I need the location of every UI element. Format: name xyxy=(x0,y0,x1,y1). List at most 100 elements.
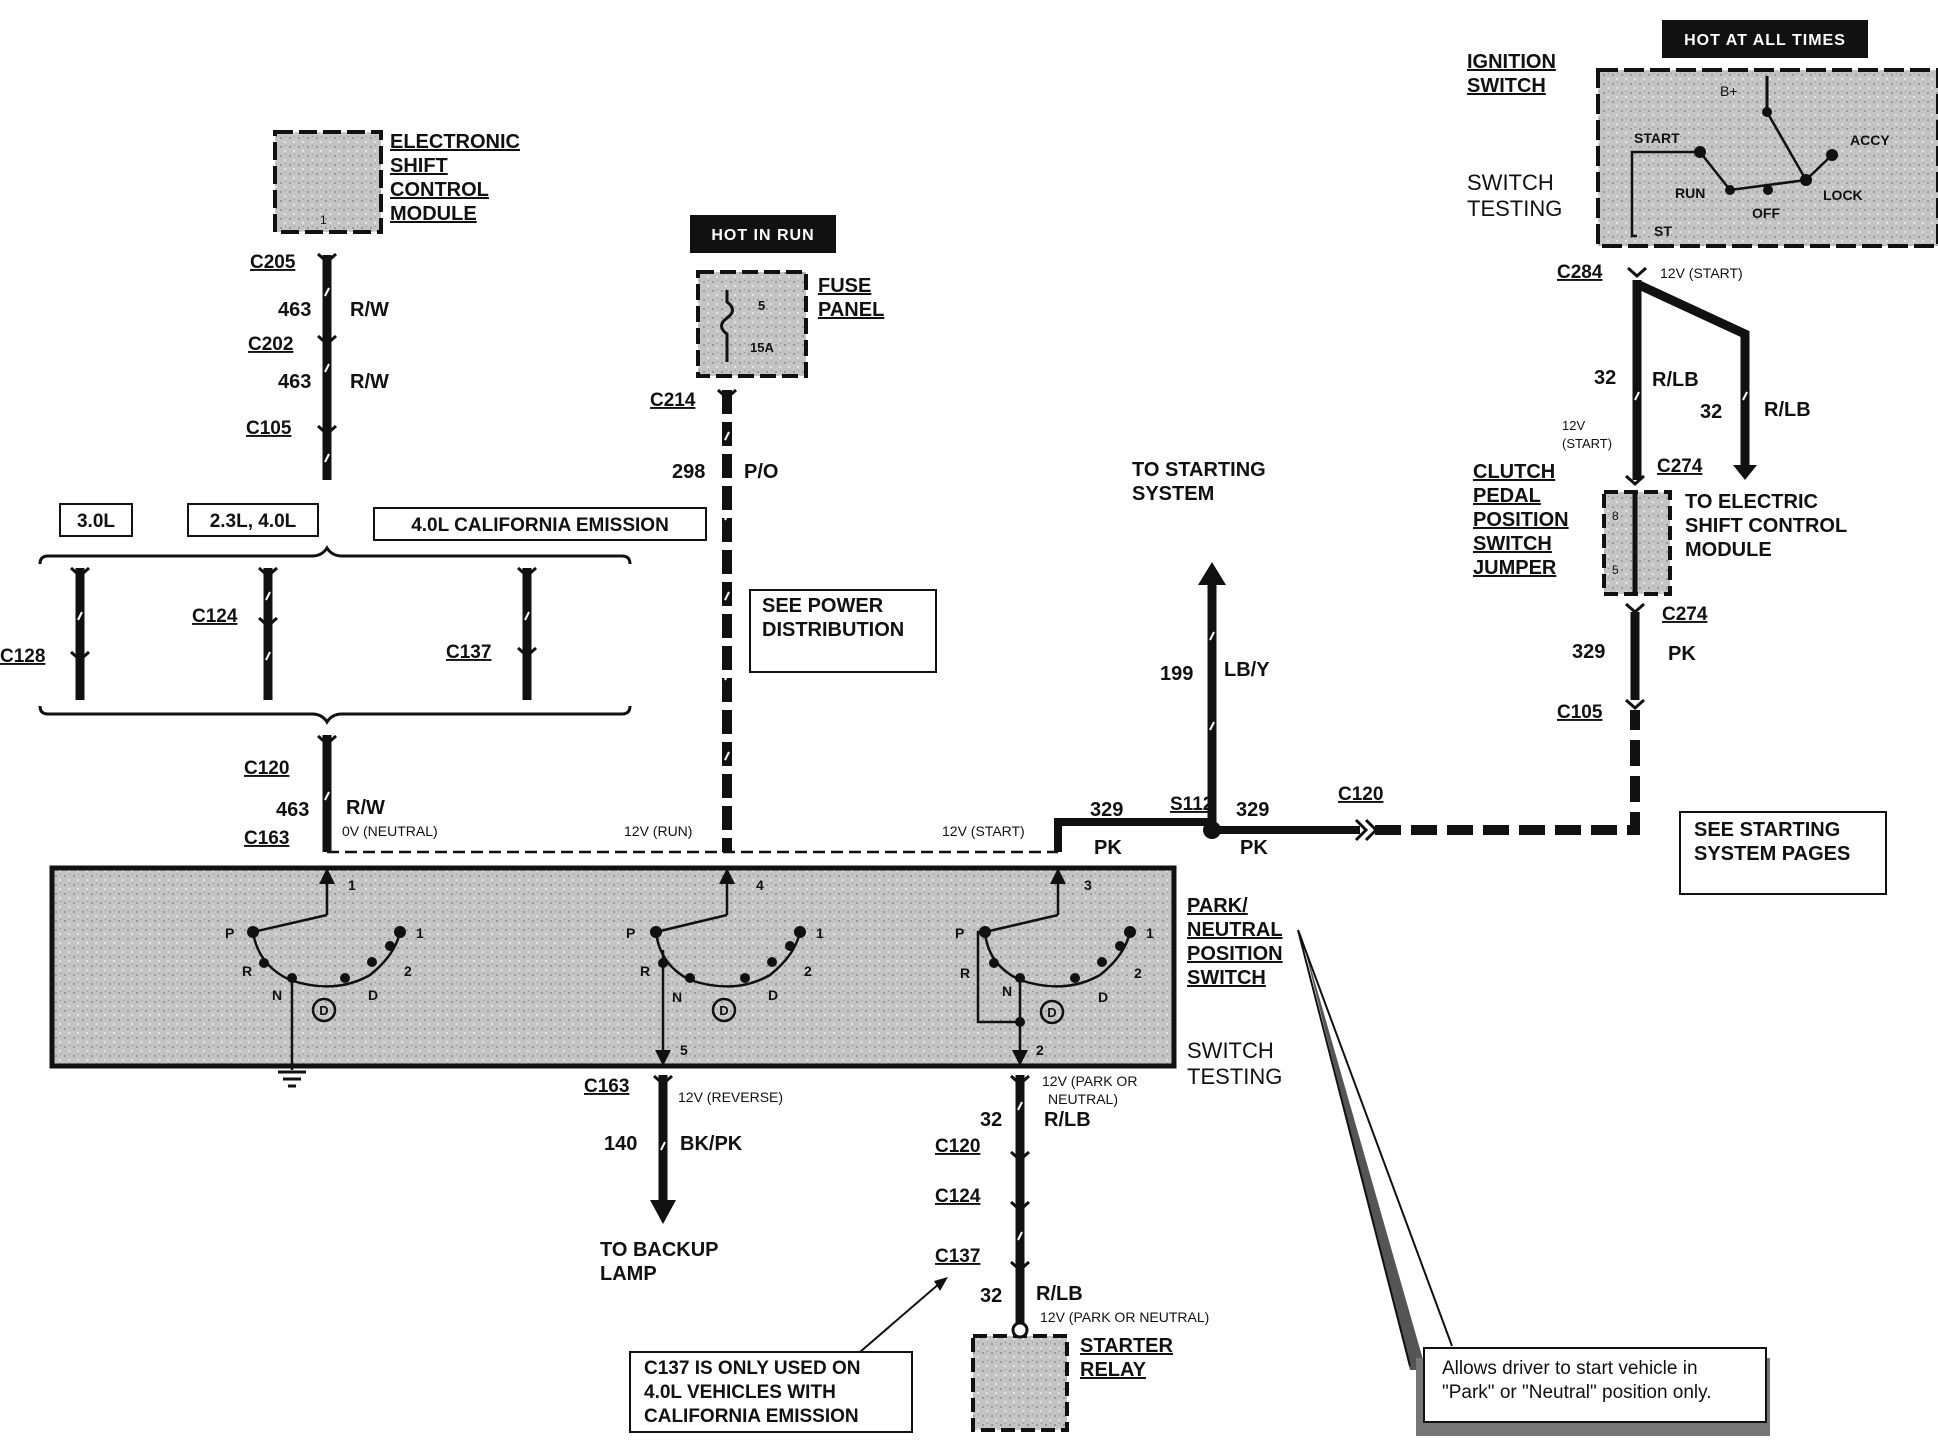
g-D-2: D xyxy=(768,987,778,1003)
pnp-label-4: SWITCH xyxy=(1187,967,1266,989)
w463b-num: 463 xyxy=(278,371,311,393)
w32c-volt-2: NEUTRAL) xyxy=(1048,1091,1118,1107)
stripe xyxy=(324,791,330,801)
pin-2: 2 xyxy=(1036,1042,1044,1058)
arrow-down-escm xyxy=(1733,465,1757,480)
dot xyxy=(1097,957,1107,967)
pnp-label-3: POSITION xyxy=(1187,943,1283,965)
wire-labels: 463 R/W 463 R/W 298 P/O 463 R/W 0V (NEUT… xyxy=(276,265,1811,1325)
pin-3: 3 xyxy=(1084,877,1092,893)
chev xyxy=(317,734,337,747)
to-starting-2: SYSTEM xyxy=(1132,483,1214,505)
arrowheads xyxy=(650,465,1757,1291)
g-R-1: R xyxy=(242,963,252,979)
stripe xyxy=(524,611,530,621)
pnp-s3-blade xyxy=(984,913,1059,934)
w329c-num: 329 xyxy=(1572,641,1605,663)
w199-color: LB/Y xyxy=(1224,659,1270,681)
stripe xyxy=(1634,391,1640,401)
pin-4: 4 xyxy=(756,877,764,893)
dot xyxy=(658,958,668,968)
stripe xyxy=(324,363,330,373)
chev xyxy=(1354,818,1369,842)
w329c-color: PK xyxy=(1668,643,1696,665)
w463c-volt: 0V (NEUTRAL) xyxy=(342,823,438,839)
starter-relay-box xyxy=(971,1334,1069,1432)
pin-arrow xyxy=(655,1050,671,1066)
connector-chevrons xyxy=(70,252,1647,1273)
w140-volt: 12V (REVERSE) xyxy=(678,1089,783,1105)
ign-accy xyxy=(1805,154,1833,181)
to-escm-3: MODULE xyxy=(1685,539,1772,561)
c284-volt: 12V (START) xyxy=(1660,265,1743,281)
ign-start xyxy=(1699,151,1731,191)
clutch-label-2: PEDAL xyxy=(1473,485,1541,507)
conn-c205: C205 xyxy=(250,252,296,273)
g-R-2: R xyxy=(640,963,650,979)
ign-lock-label: LOCK xyxy=(1823,187,1863,203)
g-P-1: P xyxy=(225,925,234,941)
ign-st-lead xyxy=(1630,150,1700,238)
conn-c214: C214 xyxy=(650,390,696,411)
conn-c120c: C120 xyxy=(935,1136,980,1157)
pin-arrow xyxy=(1050,868,1066,884)
fuse-number: 5 xyxy=(758,298,765,313)
chev xyxy=(1364,818,1379,842)
ign-testing-1: SWITCH xyxy=(1467,170,1554,195)
ign-accy-label: ACCY xyxy=(1850,132,1890,148)
start-volt: 12V (START) xyxy=(942,823,1025,839)
dot xyxy=(767,957,777,967)
conn-c124: C124 xyxy=(192,606,238,627)
chev xyxy=(1010,1200,1030,1213)
ground-symbol xyxy=(278,1070,306,1088)
dot xyxy=(1725,185,1735,195)
ign-run-label: RUN xyxy=(1675,185,1705,201)
pin-1: 1 xyxy=(348,877,356,893)
g-2-3: 2 xyxy=(1134,965,1142,981)
dot xyxy=(385,941,395,951)
engine-40ca-box xyxy=(373,507,707,541)
relay-terminal xyxy=(1011,1321,1029,1339)
stripe xyxy=(1742,391,1748,401)
dot xyxy=(794,926,806,938)
ign-blade xyxy=(1765,111,1808,181)
dot xyxy=(1015,1017,1025,1027)
w463a-color: R/W xyxy=(350,299,389,321)
chev xyxy=(70,566,90,579)
g-N-1: N xyxy=(272,987,282,1003)
conn-c202: C202 xyxy=(248,334,293,355)
c137-note-3: CALIFORNIA EMISSION xyxy=(644,1406,859,1427)
dot xyxy=(287,973,297,983)
ignition-dots xyxy=(1694,107,1838,195)
dot xyxy=(1826,149,1838,161)
clutch-pin-8: 8 xyxy=(1612,509,1619,523)
od-symbols xyxy=(311,997,1065,1025)
callout-wedge-shadow xyxy=(1300,930,1426,1370)
ign-testing-2: TESTING xyxy=(1467,196,1562,221)
stripe xyxy=(77,611,83,621)
pnp-s1-blade xyxy=(252,913,328,934)
stripe xyxy=(724,671,730,681)
dot xyxy=(979,926,991,938)
hot-in-run-tag xyxy=(690,215,836,253)
see-power-box xyxy=(749,589,937,673)
bracket-top xyxy=(38,545,632,565)
w329a-num: 329 xyxy=(1090,799,1123,821)
g-D-1: D xyxy=(368,987,378,1003)
chev xyxy=(717,388,737,401)
backup-lamp-2: LAMP xyxy=(600,1263,657,1285)
od-circle xyxy=(711,997,737,1023)
w298-num: 298 xyxy=(672,461,705,483)
see-starting-box xyxy=(1679,811,1887,895)
ign-off-label: OFF xyxy=(1752,205,1780,221)
c137-note-2: 4.0L VEHICLES WITH xyxy=(644,1382,836,1403)
pnp-switch-box xyxy=(49,865,1177,1069)
conn-c274a: C274 xyxy=(1657,456,1703,477)
see-starting-1: SEE STARTING xyxy=(1694,819,1840,841)
to-escm-1: TO ELECTRIC xyxy=(1685,491,1818,513)
w298-color: P/O xyxy=(744,461,778,483)
callout-wedge xyxy=(1297,929,1453,1367)
od-circle xyxy=(1039,999,1065,1025)
engine-brackets xyxy=(38,545,632,725)
conn-c163a: C163 xyxy=(244,828,289,849)
